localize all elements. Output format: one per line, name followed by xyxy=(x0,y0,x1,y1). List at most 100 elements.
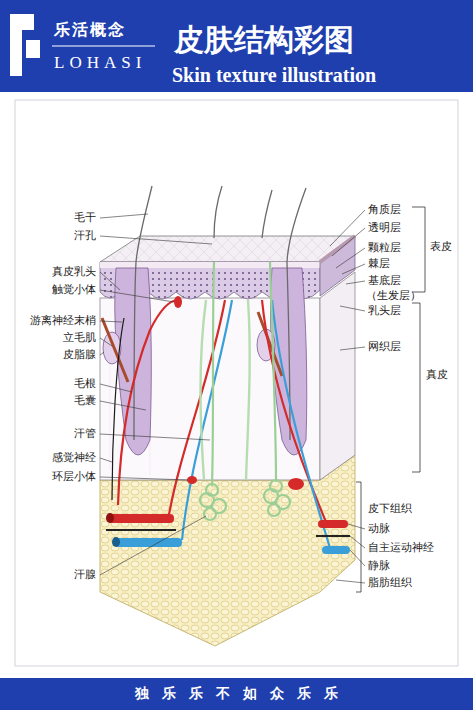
leader-lines-part xyxy=(340,306,365,311)
blood-tubes xyxy=(106,513,350,554)
part-label: 棘层 xyxy=(368,257,390,271)
part-label: 乳头层 xyxy=(368,304,401,318)
leader-lines-part xyxy=(346,281,365,284)
sweat-glands xyxy=(200,262,290,520)
vessels-part xyxy=(182,300,232,540)
nerves xyxy=(112,300,250,500)
epidermis-part xyxy=(320,236,355,296)
frame-part xyxy=(15,100,458,666)
part-label: 立毛肌 xyxy=(63,331,96,345)
arrector-muscles-part xyxy=(102,318,128,382)
corpuscles-part xyxy=(174,296,182,308)
footer-band-part xyxy=(0,678,473,710)
part-label: 基底层 xyxy=(368,274,401,288)
leader-lines-part xyxy=(342,264,365,274)
fat-tissue-part xyxy=(100,455,355,646)
part-label: 真皮乳头 xyxy=(52,265,96,279)
part-label: 网织层 xyxy=(368,340,401,354)
header-band-part xyxy=(26,40,40,58)
part-label: 真皮 xyxy=(426,368,448,382)
leader-lines xyxy=(100,210,365,583)
blood-tubes-part xyxy=(106,529,176,531)
corpuscles xyxy=(174,296,304,490)
leader-lines-part xyxy=(332,228,365,256)
leader-lines-part xyxy=(100,321,122,322)
part-label: 静脉 xyxy=(368,559,390,573)
header-band xyxy=(0,0,473,92)
part-label: 毛根 xyxy=(74,377,96,391)
fat-tissue xyxy=(100,455,355,646)
part-label: 毛囊 xyxy=(74,394,96,408)
leader-lines-part xyxy=(100,214,148,218)
leader-lines-part xyxy=(336,248,365,268)
blood-tubes-part xyxy=(112,537,120,547)
part-label: 毛干 xyxy=(74,211,96,225)
nerves-part xyxy=(112,318,124,500)
brackets-part xyxy=(412,303,420,472)
logo-text: 乐活概念 xyxy=(54,20,126,40)
logo-text: LOHASI xyxy=(54,53,146,73)
blood-tubes-part xyxy=(316,535,350,537)
blood-tubes-part xyxy=(322,546,350,554)
sweat-glands-part xyxy=(270,262,276,482)
sweat-glands-part xyxy=(200,484,226,520)
brackets xyxy=(356,207,425,592)
hair-shafts-part xyxy=(214,186,222,238)
subtitle: Skin texture illustration xyxy=(172,63,376,87)
sweat-glands-part xyxy=(212,262,214,486)
leader-lines-part xyxy=(100,236,212,244)
part-label: （生发层） xyxy=(366,289,421,303)
hair-shafts-part xyxy=(262,190,272,238)
part-label: 皮脂腺 xyxy=(63,348,96,362)
vessels-part xyxy=(118,300,178,505)
blood-tubes-part xyxy=(106,513,114,523)
part-label: 感觉神经 xyxy=(52,451,96,465)
header-band-part xyxy=(0,0,473,92)
leader-lines-part xyxy=(100,434,210,440)
footer-band xyxy=(0,678,473,710)
part-label: 触觉小体 xyxy=(52,283,96,297)
leader-lines-part xyxy=(350,536,365,548)
part-label: 皮下组织 xyxy=(368,502,412,516)
blood-tubes-part xyxy=(318,520,348,528)
blood-tubes-part xyxy=(114,538,182,547)
leader-lines-part xyxy=(350,550,365,566)
leader-lines-part xyxy=(100,272,120,290)
title: 皮肤结构彩图 xyxy=(174,22,354,58)
part-label: 自主运动神经 xyxy=(368,541,434,555)
part-label: 动脉 xyxy=(368,522,390,536)
dermis-part xyxy=(320,272,355,480)
epidermis-part xyxy=(320,236,355,262)
part-label: 角质层 xyxy=(368,203,401,217)
footer-text: 独乐乐不如众乐乐 xyxy=(135,685,351,703)
leader-lines-part xyxy=(348,524,365,529)
nerves-part xyxy=(201,300,207,480)
part-label: 表皮 xyxy=(430,240,452,254)
part-label: 脂肪组织 xyxy=(368,576,412,590)
leader-lines-part xyxy=(100,458,112,462)
hair-shafts-part xyxy=(134,186,152,440)
frame xyxy=(15,100,458,666)
leader-lines-part xyxy=(340,347,365,350)
part-label: 汗腺 xyxy=(74,568,96,582)
corpuscles-part xyxy=(288,478,304,490)
corpuscles-part xyxy=(187,476,197,484)
leader-lines-part xyxy=(100,338,112,346)
nerves-part xyxy=(246,300,250,480)
arrector-muscles xyxy=(102,312,282,382)
header-band-part xyxy=(52,45,155,46)
sweat-glands-part xyxy=(264,480,290,516)
leader-lines-part xyxy=(100,477,188,480)
part-label: 游离神经末梢 xyxy=(30,314,96,328)
leader-lines-part xyxy=(330,210,365,246)
brackets-part xyxy=(356,482,361,592)
leader-lines-part xyxy=(100,290,174,302)
leader-lines-part xyxy=(100,384,132,392)
leader-lines-part xyxy=(100,352,104,355)
blood-tubes-part xyxy=(108,514,174,523)
leader-lines-part xyxy=(100,516,206,575)
part-label: 汗孔 xyxy=(74,229,96,243)
leader-lines-part xyxy=(100,401,146,410)
